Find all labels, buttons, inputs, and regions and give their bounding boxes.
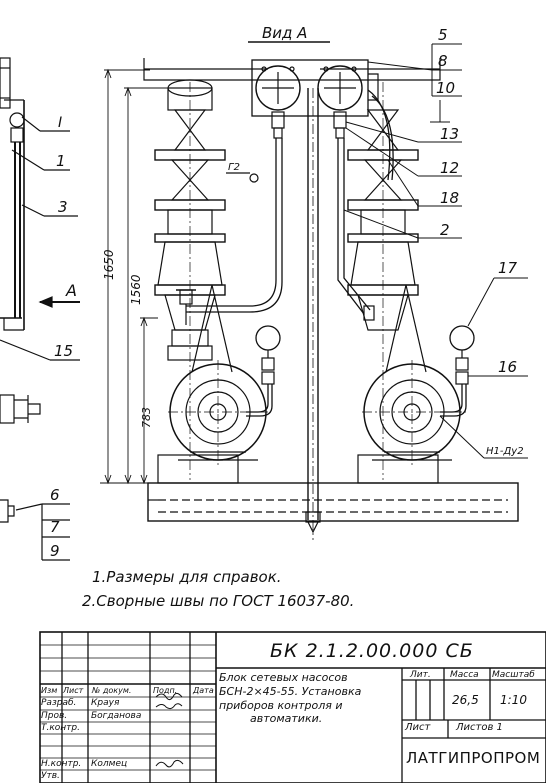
- dim-1650: 1650: [102, 249, 116, 280]
- name-line-4: автоматики.: [250, 712, 323, 725]
- role-razrab: Разраб.: [41, 698, 77, 708]
- callout-16: 16: [498, 358, 517, 376]
- instrument-piping: [186, 59, 475, 417]
- name-line-2: БСН-2×45-55. Установка: [219, 685, 362, 698]
- section-arrow-label: А: [65, 281, 77, 300]
- callout-17: 17: [498, 259, 518, 277]
- callout-8: 8: [438, 52, 448, 70]
- callout-I: I: [58, 115, 62, 131]
- callout-10: 10: [436, 79, 455, 97]
- scale-label: Масштаб: [492, 670, 535, 680]
- note-2: 2.Сворные швы по ГОСТ 16037-80.: [82, 592, 355, 610]
- callout-18: 18: [440, 189, 459, 207]
- callout-12: 12: [440, 159, 459, 177]
- callout-3: 3: [58, 198, 68, 216]
- sheets-label: Листов 1: [456, 722, 503, 733]
- scale-value: 1:10: [500, 693, 527, 707]
- signatures: [155, 692, 184, 768]
- name-nkontr: Колмец: [91, 759, 128, 769]
- lit-label: Лит.: [410, 670, 431, 680]
- role-tkontr: Т.контр.: [41, 723, 81, 733]
- role-utv: Утв.: [41, 771, 60, 781]
- designation: БК 2.1.2.00.000 СБ: [270, 640, 474, 662]
- hdr-podp: Подп.: [153, 686, 178, 695]
- left-partial-view: [0, 57, 80, 561]
- title-block-grid: [39, 631, 546, 783]
- hdr-list: Лист: [63, 686, 84, 695]
- callout-6: 6: [50, 486, 60, 504]
- hdr-ndoc: № докум.: [92, 686, 132, 695]
- organization: ЛАТГИПРОПРОМ: [406, 749, 541, 767]
- dim-1560: 1560: [129, 274, 143, 305]
- dim-783: 783: [140, 407, 153, 428]
- role-prov: Пров.: [41, 711, 68, 721]
- name-prov: Богданова: [91, 711, 142, 721]
- mass-value: 26,5: [452, 693, 479, 707]
- role-nkontr: Н.контр.: [41, 759, 82, 769]
- hdr-izm: Изм: [41, 686, 58, 695]
- sheet-label: Лист: [405, 722, 431, 733]
- left-pump-column: [154, 79, 270, 480]
- callout-7: 7: [50, 518, 60, 536]
- drawing-labels: Вид А 1650 1560 783 А 5 8 10 13 12 18 2 …: [50, 24, 524, 560]
- callout-15: 15: [54, 342, 73, 360]
- name-razrab: Крауя: [91, 698, 120, 708]
- callout-leaders: [343, 43, 528, 459]
- callout-2: 2: [440, 221, 450, 239]
- pipe-label-g2: Г2: [228, 162, 240, 173]
- name-line-1: Блок сетевых насосов: [219, 671, 348, 684]
- pipe-label-h1: Н1-Ду2: [486, 446, 524, 457]
- callout-9: 9: [50, 542, 60, 560]
- callout-13: 13: [440, 125, 459, 143]
- name-line-3: приборов контроля и: [219, 699, 343, 712]
- callout-1: 1: [56, 152, 66, 170]
- callout-5: 5: [438, 26, 448, 44]
- mass-label: Масса: [450, 670, 479, 680]
- note-1: 1.Размеры для справок.: [92, 568, 282, 586]
- hdr-data: Дата: [193, 686, 214, 695]
- view-title: Вид А: [262, 24, 307, 42]
- dimension-lines: [100, 68, 168, 485]
